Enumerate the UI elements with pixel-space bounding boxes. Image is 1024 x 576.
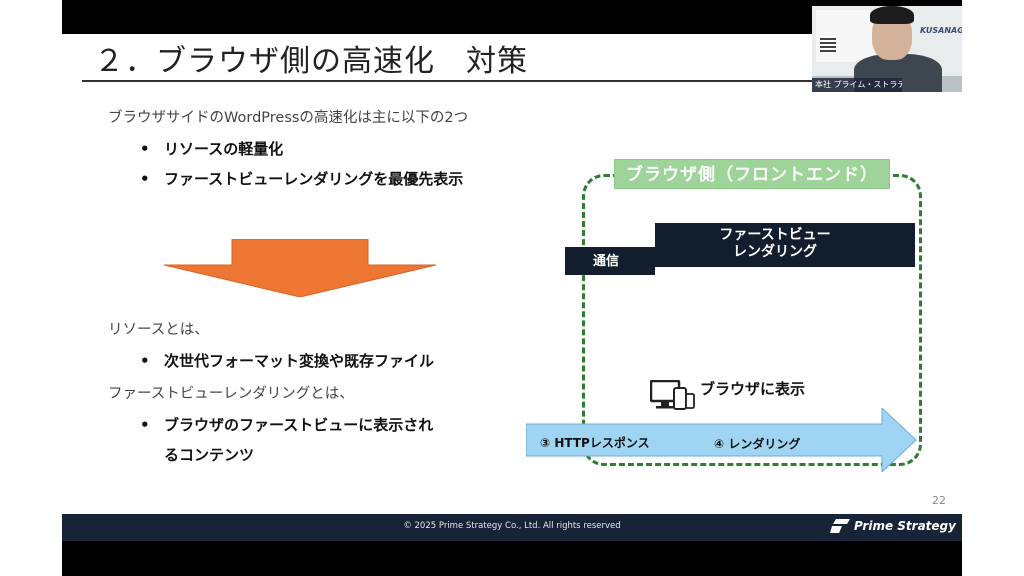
comm-box: 通信 (565, 247, 655, 275)
prime-strategy-logo: Prime Strategy (830, 519, 956, 533)
first-view-rendering-box: ファーストビュー レンダリング (655, 223, 915, 267)
letterbox-bottom (62, 541, 962, 576)
copyright-text: © 2025 Prime Strategy Co., Ltd. All righ… (403, 521, 621, 531)
prime-strategy-logo-icon (830, 519, 850, 533)
presenter-hair (870, 6, 914, 24)
resource-heading: リソースとは、 (108, 322, 209, 338)
title-underline (82, 80, 817, 82)
devices-icon (650, 380, 695, 410)
browser-display-label: ブラウザに表示 (700, 380, 806, 398)
down-arrow-icon (164, 239, 436, 297)
bullet-item: •リソースの軽量化 (140, 140, 284, 158)
slide: ２．ブラウザ側の高速化 対策 ブラウザサイドのWordPressの高速化は主に以… (62, 34, 962, 541)
http-response-label: ③ HTTPレスポンス (540, 436, 650, 450)
slide-footer: © 2025 Prime Strategy Co., Ltd. All righ… (62, 514, 962, 541)
webcam-brand: KUSANAGI (920, 26, 962, 35)
bullet-continuation: るコンテンツ (164, 446, 255, 464)
frontend-label: ブラウザ側（フロントエンド） (614, 159, 890, 189)
qr-code-icon (820, 36, 836, 52)
intro-text: ブラウザサイドのWordPressの高速化は主に以下の2つ (108, 110, 469, 126)
fv-heading: ファーストビューレンダリングとは、 (108, 386, 354, 402)
bullet-item: •次世代フォーマット変換や既存ファイル (140, 352, 435, 370)
right-arrow-icon (526, 408, 917, 472)
slide-title: ２．ブラウザ側の高速化 対策 (94, 44, 528, 79)
webcam-name-tag: 本社 プライム・ストラテ... (812, 78, 902, 92)
bullet-item: •ファーストビューレンダリングを最優先表示 (140, 170, 464, 188)
bullet-item: •ブラウザのファーストビューに表示され (140, 416, 434, 434)
webcam-overlay: KUSANAGI 本社 プライム・ストラテ... (812, 6, 962, 92)
rendering-label: ④ レンダリング (714, 437, 801, 451)
page-number: 22 (932, 494, 946, 507)
